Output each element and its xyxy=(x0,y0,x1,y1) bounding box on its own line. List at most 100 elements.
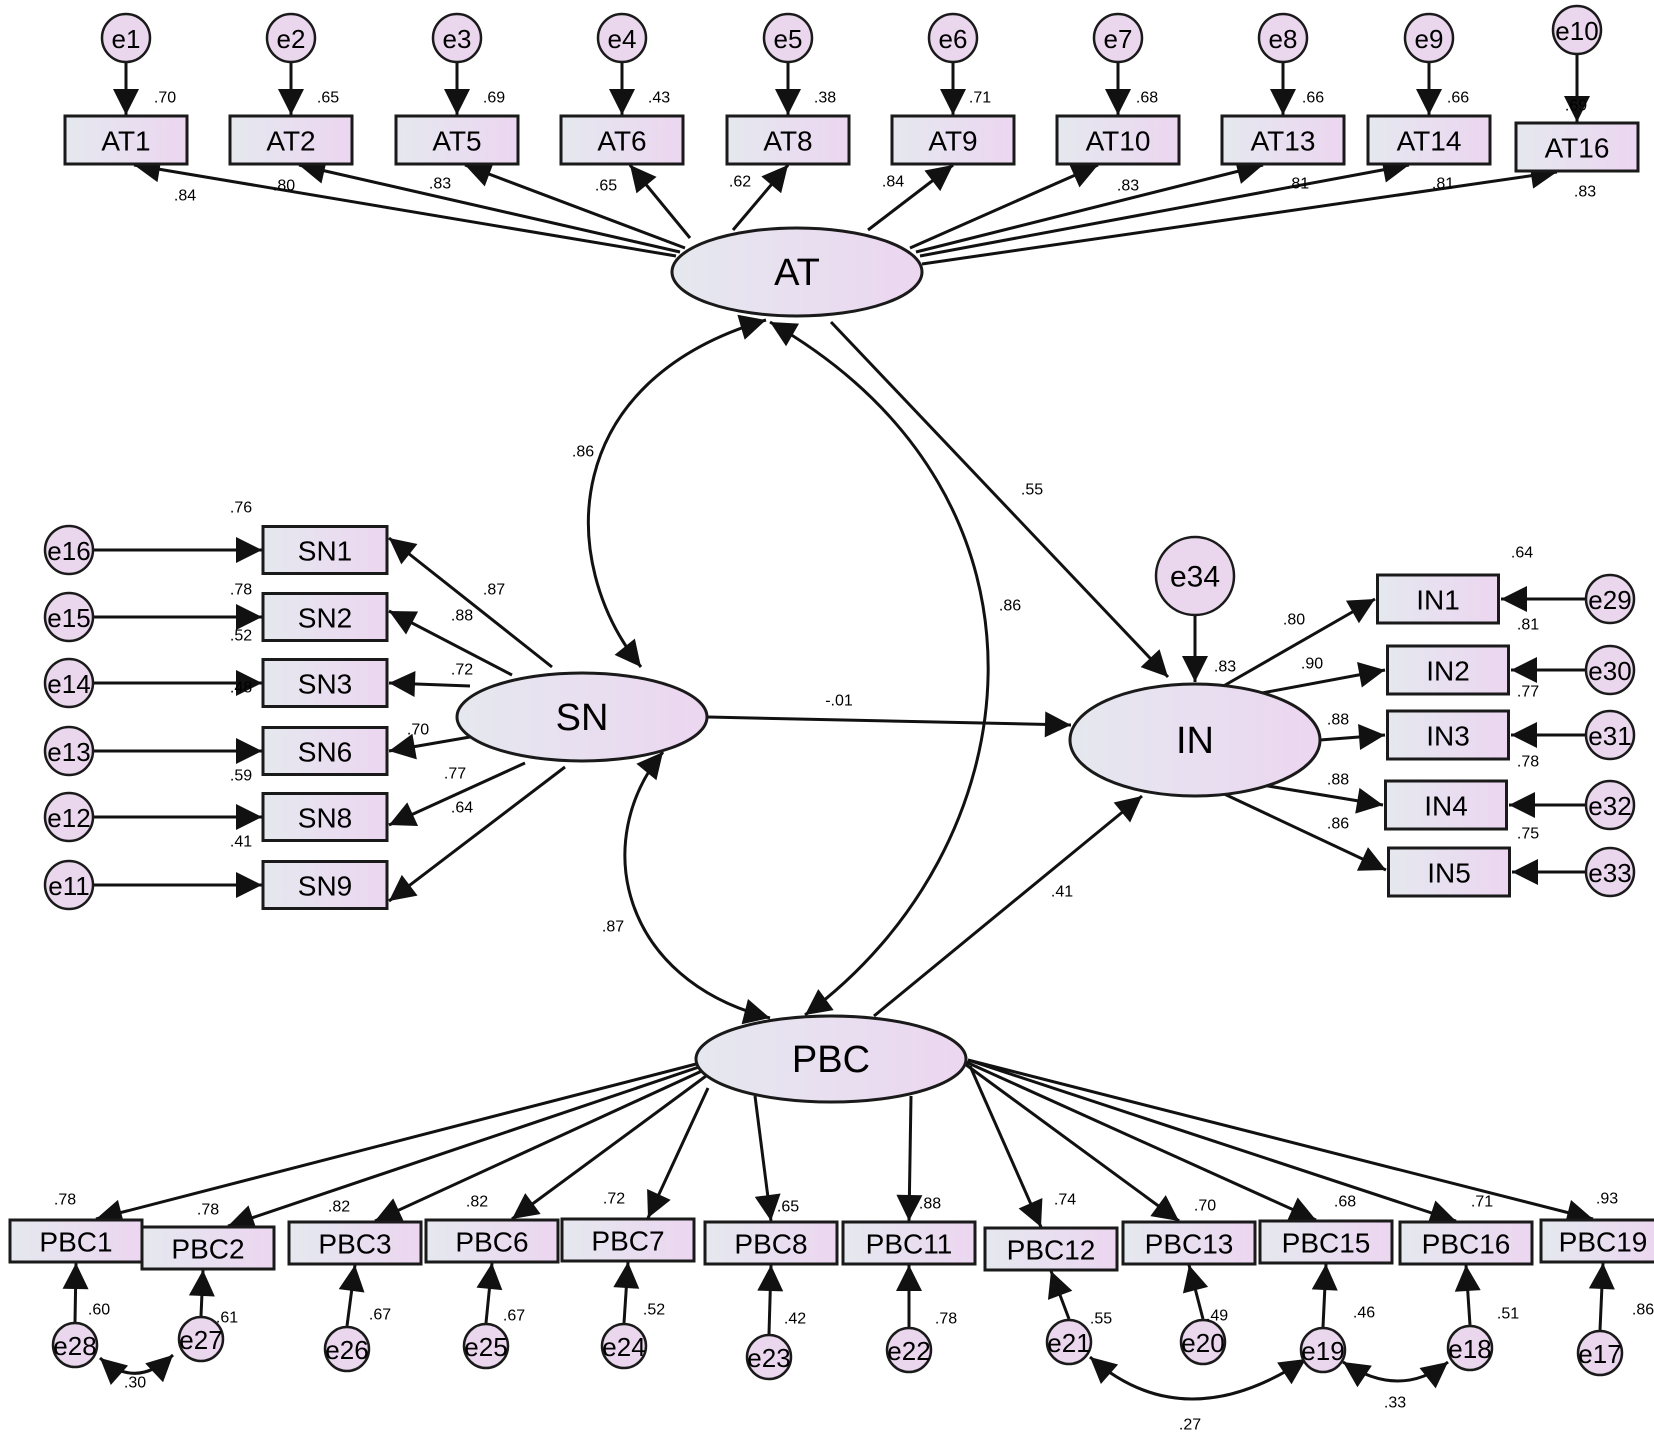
error-e29-circle xyxy=(1584,573,1636,625)
indicator-PBC2-box xyxy=(140,1225,276,1271)
error-e28: e28 xyxy=(51,1321,99,1369)
error-e19-label: e19 xyxy=(1301,1336,1344,1366)
r2-AT14: .66 xyxy=(1447,90,1469,107)
error-e25: e25 xyxy=(462,1322,510,1370)
loading-path-SN9 xyxy=(388,765,566,903)
indicator-IN1-box xyxy=(1376,573,1500,625)
loading-path-AT16 xyxy=(921,162,1558,266)
indicator-AT16-label: AT16 xyxy=(1545,133,1610,164)
error-e1: e1 xyxy=(100,12,152,64)
error-e34-circle xyxy=(1154,535,1236,617)
loading-path-AT10 xyxy=(909,163,1099,250)
indicator-AT2-box xyxy=(228,114,354,166)
coefficient-labels-layer: .84.70.80.65.83.69.65.43.62.38.84.71.83.… xyxy=(54,90,1654,1434)
indicator-SN2: SN2 xyxy=(261,592,389,642)
path-coef-PBC-IN: .41 xyxy=(1051,884,1073,901)
indicator-AT14-box xyxy=(1366,114,1492,166)
loading-path-AT1 xyxy=(133,156,677,258)
indicator-PBC3: PBC3 xyxy=(287,1220,423,1266)
indicator-AT5-box xyxy=(394,114,520,166)
indicator-SN9-label: SN9 xyxy=(298,871,352,902)
r2-top-PBC19: .93 xyxy=(1596,1191,1618,1208)
loading-path-AT8 xyxy=(731,164,790,231)
indicator-PBC13: PBC13 xyxy=(1121,1220,1257,1266)
error-e33-label: e33 xyxy=(1588,858,1631,888)
error-e15-label: e15 xyxy=(47,603,90,633)
error-path-e23 xyxy=(757,1264,784,1335)
error-e30-circle xyxy=(1584,644,1636,696)
r2-SN9: .41 xyxy=(230,834,252,851)
latent-SN: SN xyxy=(455,671,709,763)
loading-path-PBC13 xyxy=(964,1062,1180,1223)
error-e20-circle xyxy=(1179,1318,1227,1366)
r2-bottom-PBC6: .67 xyxy=(503,1308,525,1325)
indicator-PBC15: PBC15 xyxy=(1258,1219,1394,1265)
loading-path-AT14 xyxy=(919,156,1410,258)
indicator-IN2-box xyxy=(1386,644,1510,696)
error-path-e27 xyxy=(188,1269,215,1317)
r2-IN5: .75 xyxy=(1517,826,1539,843)
error-e8: e8 xyxy=(1257,12,1309,64)
corr-AT-SN: .86 xyxy=(572,444,594,461)
indicator-PBC16: PBC16 xyxy=(1398,1220,1534,1266)
loading-path-PBC16 xyxy=(967,1058,1457,1226)
error-e16-label: e16 xyxy=(47,536,90,566)
loading-SN3: .72 xyxy=(451,662,473,679)
error-e1-label: e1 xyxy=(112,24,141,54)
nodes-layer: e1AT1e2AT2e3AT5e4AT6e5AT8e6AT9e7AT10e8AT… xyxy=(8,4,1654,1381)
indicator-SN1-box xyxy=(261,525,389,575)
indicator-PBC12-box xyxy=(983,1226,1119,1272)
indicator-SN8-label: SN8 xyxy=(298,803,352,834)
error-e6-circle xyxy=(927,12,979,64)
error-e17-circle xyxy=(1576,1329,1624,1377)
indicator-IN2-label: IN2 xyxy=(1426,656,1470,687)
indicator-AT9-label: AT9 xyxy=(928,126,977,157)
indicator-SN6-label: SN6 xyxy=(298,737,352,768)
r2-AT8: .38 xyxy=(814,90,836,107)
error-e2-circle xyxy=(265,12,317,64)
error-e6: e6 xyxy=(927,12,979,64)
indicator-SN1-label: SN1 xyxy=(298,536,352,567)
loading-SN9: .64 xyxy=(451,800,473,817)
error-e23-circle xyxy=(745,1333,793,1381)
loading-path-AT2 xyxy=(298,158,681,254)
path-SN-IN xyxy=(707,711,1072,738)
r2-IN4: .78 xyxy=(1517,754,1539,771)
loading-AT1: .84 xyxy=(174,188,196,205)
indicator-AT10-label: AT10 xyxy=(1086,126,1151,157)
r2-bottom-PBC19: .86 xyxy=(1632,1302,1654,1319)
error-e9-circle xyxy=(1403,12,1455,64)
loading-AT2: .80 xyxy=(273,178,295,195)
latent-AT-label: AT xyxy=(774,252,820,294)
indicator-SN2-label: SN2 xyxy=(298,603,352,634)
r2-bottom-PBC16: .51 xyxy=(1497,1306,1519,1323)
error-e29: e29 xyxy=(1584,573,1636,625)
latent-PBC-ellipse xyxy=(694,1014,968,1104)
latent-PBC-label: PBC xyxy=(792,1039,870,1081)
loading-path-SN6 xyxy=(388,733,471,760)
corr-SN-PBC: .87 xyxy=(602,919,624,936)
error-e22: e22 xyxy=(885,1326,933,1374)
path-coef-SN-IN: -.01 xyxy=(825,693,853,710)
r2-SN6: .48 xyxy=(230,680,252,697)
covariance-e28-e27 xyxy=(99,1353,175,1385)
error-e12: e12 xyxy=(43,791,95,843)
error-e28-circle xyxy=(51,1321,99,1369)
indicator-PBC2-label: PBC2 xyxy=(171,1234,244,1265)
indicator-AT16-box xyxy=(1514,121,1640,173)
r2-SN1: .76 xyxy=(230,500,252,517)
error-e31: e31 xyxy=(1584,709,1636,761)
indicator-PBC13-label: PBC13 xyxy=(1145,1229,1234,1260)
error-e32-circle xyxy=(1584,779,1636,831)
indicator-IN4: IN4 xyxy=(1384,779,1508,831)
indicator-IN5-box xyxy=(1387,846,1511,898)
r2-top-PBC1: .78 xyxy=(54,1192,76,1209)
error-e26: e26 xyxy=(323,1325,371,1373)
loading-AT13: .81 xyxy=(1287,176,1309,193)
latent-AT-ellipse xyxy=(670,226,924,318)
indicator-AT6: AT6 xyxy=(559,114,685,166)
error-e18: e18 xyxy=(1446,1324,1494,1372)
indicator-PBC13-box xyxy=(1121,1220,1257,1266)
indicator-AT16: AT16 xyxy=(1514,121,1640,173)
indicator-PBC11: PBC11 xyxy=(841,1220,977,1266)
